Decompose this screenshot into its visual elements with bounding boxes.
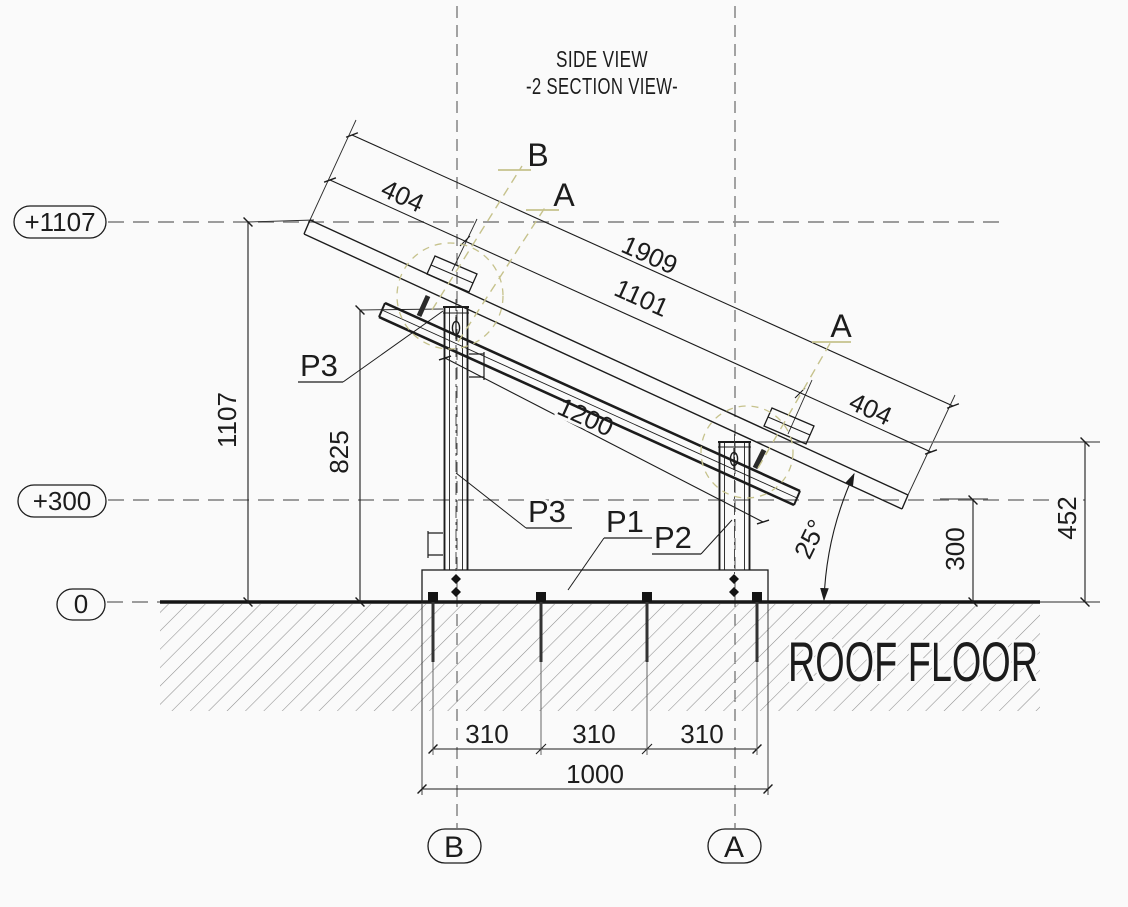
dim-rear-height: 452 — [1052, 496, 1082, 539]
title-block: SIDE VIEW -2 SECTION VIEW- — [526, 46, 678, 99]
detail-circle-rear — [396, 242, 504, 350]
elevation-bubble-300 — [17, 484, 107, 518]
section-marks — [396, 165, 851, 499]
part-label-text: P2 — [654, 520, 692, 555]
anchor-bolt — [428, 592, 438, 755]
dim-post-height: 825 — [324, 430, 354, 473]
dim-front-height: 300 — [940, 527, 970, 570]
dimension-lines — [243, 132, 1090, 794]
dim-base-span: 1000 — [566, 759, 624, 789]
detail-circle-front — [700, 405, 794, 499]
inclined-rail — [378, 301, 801, 507]
section-line-b — [431, 165, 523, 311]
elevation-bubbles — [13, 205, 107, 621]
section-letter-a-upper: A — [553, 177, 575, 213]
panel-clamp-front — [752, 407, 815, 470]
section-letter-b: B — [527, 137, 548, 173]
axis-letter-a: A — [724, 831, 744, 864]
elevation-value-mid: +300 — [33, 486, 92, 516]
elevation-value-top: +1107 — [24, 207, 95, 237]
base-plate — [421, 569, 769, 603]
label-p3-lower: P3 — [455, 472, 572, 532]
dim-anchor-span-3: 310 — [680, 719, 723, 749]
anchor-bolt — [752, 592, 762, 755]
axis-bubble-b — [427, 828, 482, 864]
section-line-a-upper — [457, 205, 547, 343]
part-labels: P3 P3 P1 P2 — [297, 310, 733, 591]
label-p3-upper: P3 — [297, 310, 444, 386]
anchor-bolts — [428, 592, 762, 755]
elevation-bubble-0 — [56, 588, 106, 621]
part-label-text: P3 — [300, 348, 338, 383]
panel-clamp-rear — [416, 255, 478, 318]
part-label-text: P1 — [606, 504, 644, 539]
anchor-bolt — [642, 592, 652, 755]
anchor-bolt — [536, 592, 546, 755]
part-label-text: P3 — [528, 494, 566, 529]
roof-floor-label: ROOF FLOOR — [788, 630, 1038, 693]
axis-letter-b: B — [444, 831, 464, 864]
elevation-bubble-1107 — [13, 205, 107, 239]
roof-floor-hatch — [160, 604, 1040, 711]
elevation-value-base: 0 — [74, 589, 88, 619]
grid-axis-bubbles — [427, 828, 762, 864]
section-letter-a-right: A — [830, 308, 852, 344]
dim-anchor-span-1: 310 — [465, 719, 508, 749]
axis-bubble-a — [707, 828, 762, 864]
label-p2: P2 — [651, 517, 733, 558]
dim-total-height: 1107 — [212, 392, 242, 448]
view-subtitle: -2 SECTION VIEW- — [526, 73, 678, 99]
section-line-a-right — [757, 339, 833, 469]
label-p1: P1 — [567, 501, 652, 591]
post-foot-bracket — [427, 531, 443, 558]
pv-panel — [303, 219, 909, 510]
view-title: SIDE VIEW — [556, 46, 648, 72]
dim-anchor-span-2: 310 — [572, 719, 615, 749]
